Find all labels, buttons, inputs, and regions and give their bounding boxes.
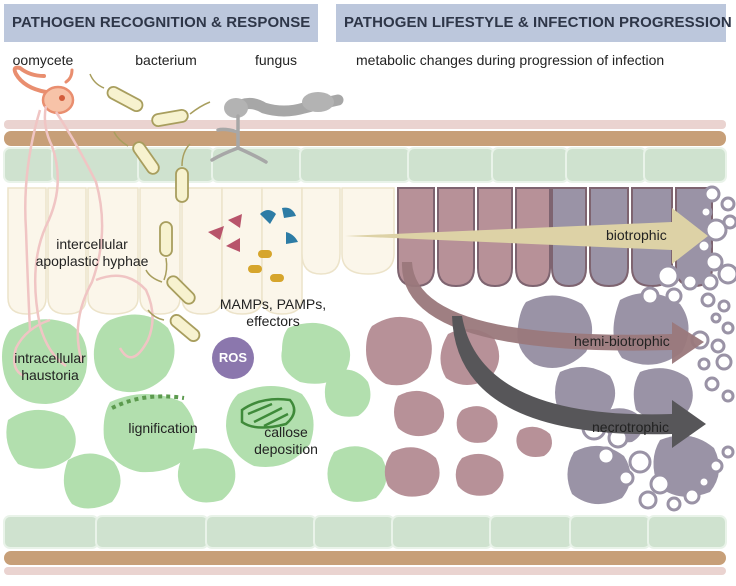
hyphae-label: intercellular apoplastic hyphae	[12, 236, 172, 270]
mamps-label: MAMPs, PAMPs, effectors	[198, 296, 348, 330]
callose-label: callose deposition	[236, 424, 336, 458]
ros-label: ROS	[218, 350, 248, 365]
hemi-biotrophic-arrow	[401, 262, 704, 364]
bacterium-label: bacterium	[135, 52, 197, 68]
mesophyll-infected-grey	[517, 292, 720, 505]
fungus-label: fungus	[254, 52, 298, 68]
header-lifestyle-progression: PATHOGEN LIFESTYLE & INFECTION PROGRESSI…	[336, 4, 732, 42]
bacteria-icon	[106, 85, 201, 342]
haustoria-label-line1: intracellular	[14, 350, 86, 366]
fungus-icon	[210, 92, 344, 164]
hyphae-label-line1: intercellular	[56, 236, 128, 252]
callose-label-line2: deposition	[254, 441, 318, 457]
necrotrophic-label: necrotrophic	[592, 419, 670, 435]
hyphae-label-line2: apoplastic hyphae	[35, 253, 149, 269]
biotrophic-arrow	[345, 208, 708, 264]
lower-cell-wall	[4, 551, 726, 565]
upper-cell-wall	[4, 131, 726, 146]
header-recognition-response: PATHOGEN RECOGNITION & RESPONSE	[4, 4, 318, 42]
ros-icon	[212, 337, 254, 379]
lignification-icon	[111, 394, 185, 410]
callose-icon	[240, 397, 296, 429]
lower-cuticle	[4, 567, 726, 575]
mamps-label-line2: effectors	[246, 313, 300, 329]
infection-arrows	[345, 208, 708, 448]
haustoria-label-line2: haustoria	[21, 367, 79, 383]
oomycete-label: oomycete	[12, 52, 74, 68]
upper-cuticle	[4, 120, 726, 129]
damage-bubbles	[581, 185, 736, 512]
hemi-biotrophic-label: hemi-biotrophic	[574, 333, 670, 349]
callose-label-line1: callose	[264, 424, 308, 440]
upper-epidermis	[3, 147, 727, 183]
necrotrophic-arrow	[452, 316, 706, 448]
mesophyll-healthy	[2, 314, 387, 509]
haustoria-label: intracellular haustoria	[2, 350, 98, 384]
mamps-molecules-icon	[208, 207, 298, 282]
bacteria-flagella	[89, 73, 211, 321]
lignification-label: lignification	[128, 420, 198, 436]
biotrophic-label: biotrophic	[606, 227, 667, 243]
lower-epidermis	[3, 515, 727, 549]
oomycete-icon	[12, 65, 154, 378]
metabolic-changes-label: metabolic changes during progression of …	[356, 52, 665, 68]
mamps-label-line1: MAMPs, PAMPs,	[219, 296, 327, 312]
